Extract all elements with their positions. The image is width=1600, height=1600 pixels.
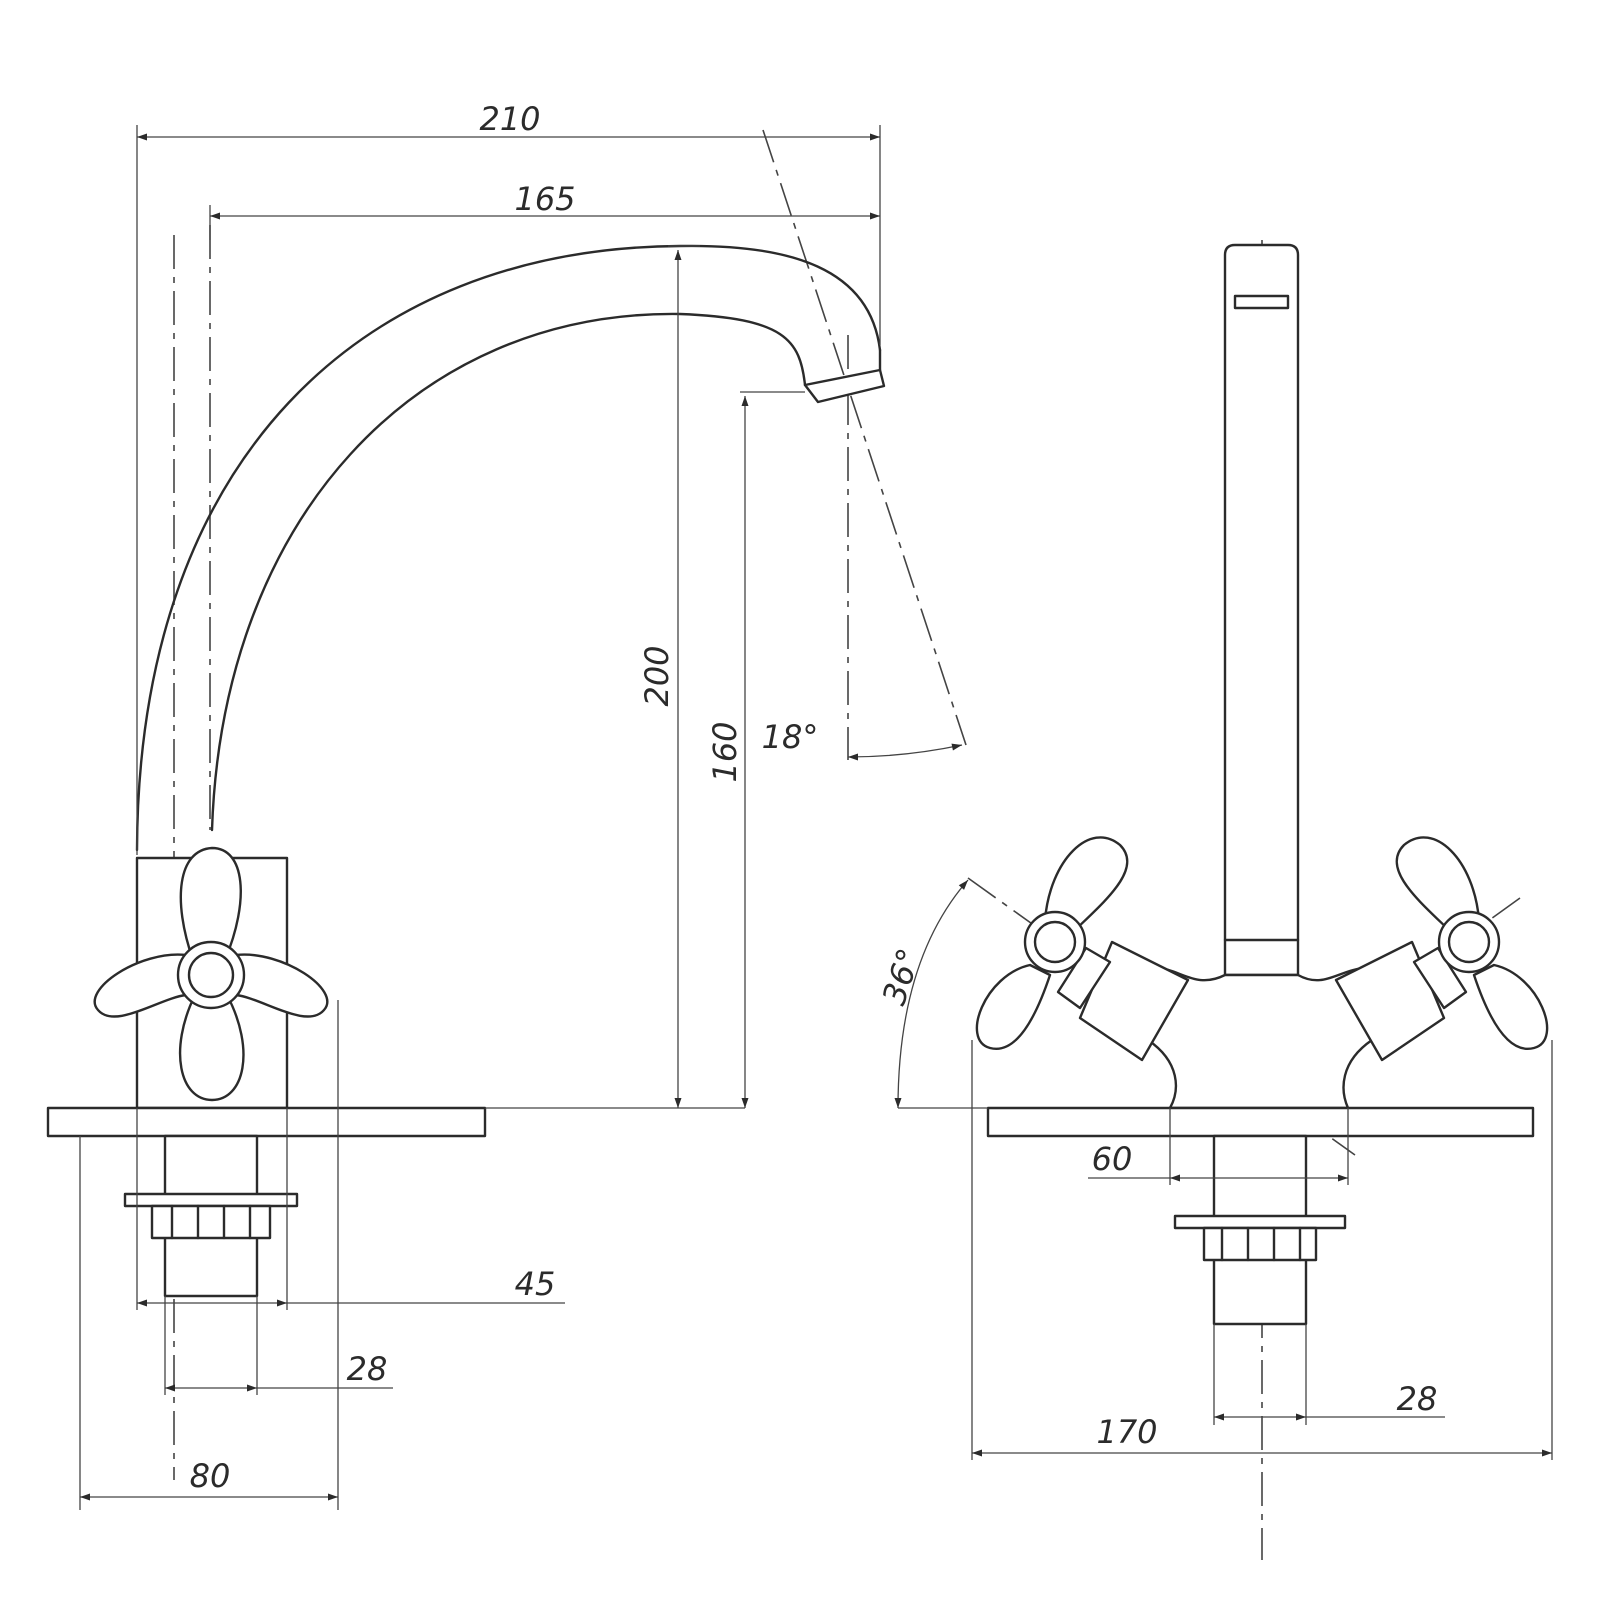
left-valve-stem — [1056, 946, 1112, 1010]
dim-80: 80 — [190, 1457, 231, 1495]
dim-210: 210 — [479, 100, 540, 138]
left-handle-arm-top — [1043, 836, 1129, 937]
right-handle-hub-inner — [1447, 920, 1491, 964]
mounting-nut — [150, 1204, 272, 1240]
dim-45: 45 — [515, 1265, 556, 1303]
side-view: 210 165 200 160 18° 45 28 80 — [46, 100, 967, 1510]
dim-28-side: 28 — [347, 1350, 388, 1388]
front-view: 36° 60 28 170 — [875, 240, 1553, 1560]
aerator-nozzle — [803, 368, 886, 404]
dim-arc-36 — [894, 879, 969, 1109]
left-valve — [975, 836, 1190, 1062]
spout-inner-curve — [210, 312, 807, 832]
handle-hub-inner — [187, 951, 235, 999]
front-deck-plate — [986, 1106, 1535, 1138]
spout-outer-curve — [135, 244, 882, 852]
left-handle-arm-bottom — [975, 963, 1052, 1050]
left-handle-hub — [1023, 910, 1087, 974]
dim-160: 160 — [706, 721, 744, 782]
handle-arm-left — [93, 953, 188, 1018]
dim-170: 170 — [1096, 1413, 1157, 1451]
handle-hub — [176, 940, 246, 1010]
deck-plate — [46, 1106, 487, 1138]
handle-arm-bottom — [178, 993, 245, 1102]
spout-column-tip — [1233, 294, 1290, 310]
dim-60: 60 — [1092, 1140, 1133, 1178]
right-valve-stem — [1412, 946, 1468, 1010]
side-handle — [93, 846, 329, 1102]
right-handle-arm-bottom — [1472, 963, 1549, 1050]
right-handle-arm-top — [1395, 836, 1481, 937]
front-mounting-washer — [1173, 1214, 1347, 1230]
dim-18-degrees: 18° — [762, 718, 819, 756]
dim-28-front: 28 — [1397, 1380, 1438, 1418]
spout-column — [1223, 243, 1300, 977]
dim-36-degrees: 36° — [875, 944, 929, 1010]
dim-165: 165 — [514, 180, 575, 218]
right-handle-hub — [1437, 910, 1501, 974]
dim-200: 200 — [638, 645, 676, 706]
right-valve — [1334, 836, 1549, 1062]
swivel-axis — [762, 129, 967, 746]
dim-arc-18 — [847, 743, 963, 761]
handle-arm-top — [179, 846, 242, 962]
mounting-washer — [123, 1192, 299, 1208]
handle-arm-right — [234, 953, 329, 1018]
left-handle-hub-inner — [1033, 920, 1077, 964]
